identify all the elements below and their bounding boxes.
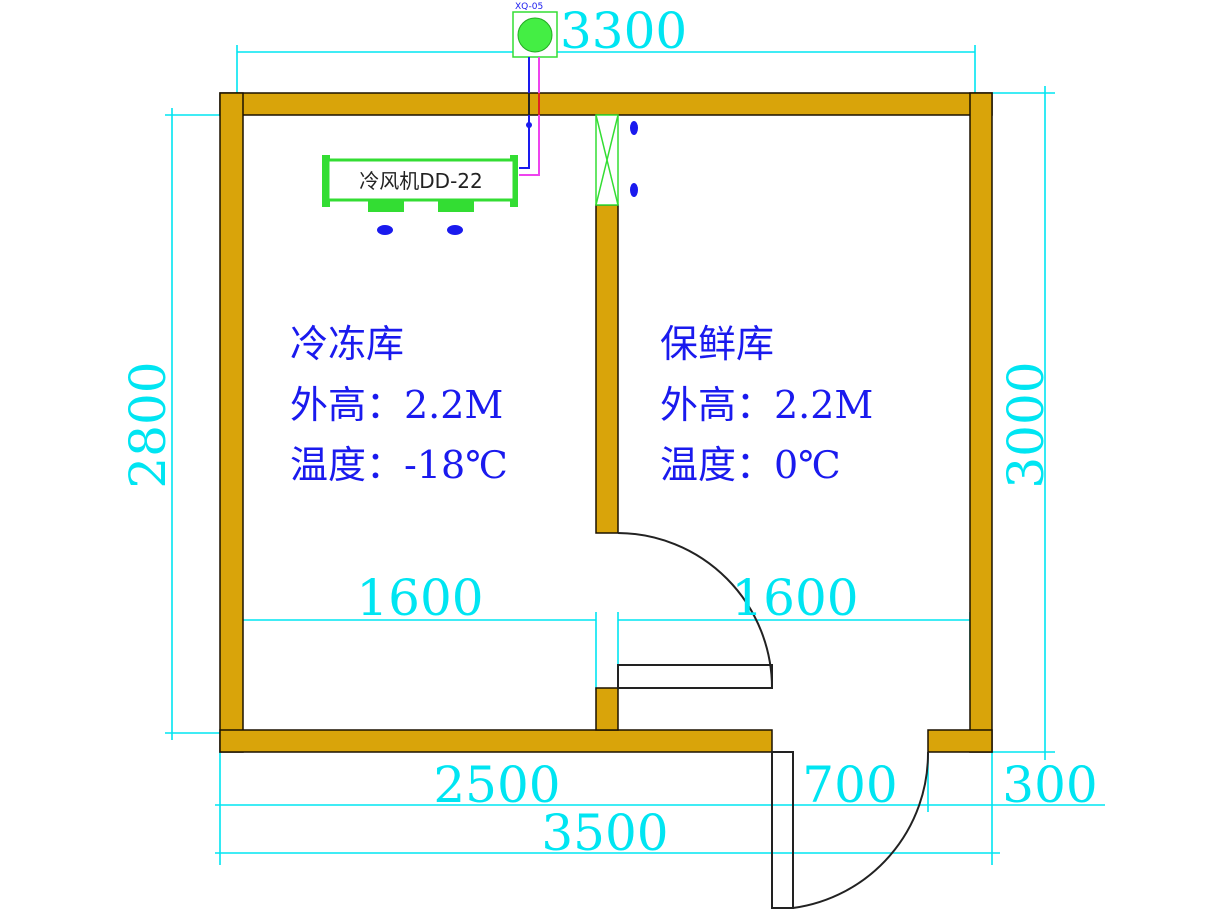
dim-bottom-door: 700 xyxy=(802,756,897,814)
dim-bottom-left: 2500 xyxy=(433,756,560,814)
chiller-temperature: 温度：0℃ xyxy=(660,443,841,487)
condenser-unit: XQ-05 xyxy=(512,2,558,176)
inner-door xyxy=(617,532,773,689)
partition-opening xyxy=(595,114,638,206)
condenser-label: XQ-05 xyxy=(515,2,543,12)
freezer-height: 外高：2.2M xyxy=(290,383,503,427)
dim-top-width: 3300 xyxy=(560,2,687,60)
chiller-room-label: 保鲜库 外高：2.2M 温度：0℃ xyxy=(660,322,873,487)
freezer-name: 冷冻库 xyxy=(290,322,404,366)
chiller-height: 外高：2.2M xyxy=(660,383,873,427)
walls xyxy=(219,92,993,753)
evaporator-label: 冷风机DD-22 xyxy=(359,169,482,193)
dim-right-room-width: 1600 xyxy=(731,569,858,627)
freezer-temperature: 温度：-18℃ xyxy=(290,443,508,487)
entrance-door xyxy=(771,751,930,909)
dim-left-height: 2800 xyxy=(119,361,177,488)
chiller-name: 保鲜库 xyxy=(660,322,774,366)
dim-right-height: 3000 xyxy=(997,361,1055,488)
dim-total-width: 3500 xyxy=(541,804,668,862)
evaporator-unit: 冷风机DD-22 xyxy=(322,155,518,235)
freezer-room-label: 冷冻库 外高：2.2M 温度：-18℃ xyxy=(290,322,508,487)
dimension-labels: 3300 2800 3000 1600 1600 2500 700 300 35… xyxy=(119,2,1098,862)
dim-bottom-right: 300 xyxy=(1002,756,1097,814)
dim-left-room-width: 1600 xyxy=(356,569,483,627)
